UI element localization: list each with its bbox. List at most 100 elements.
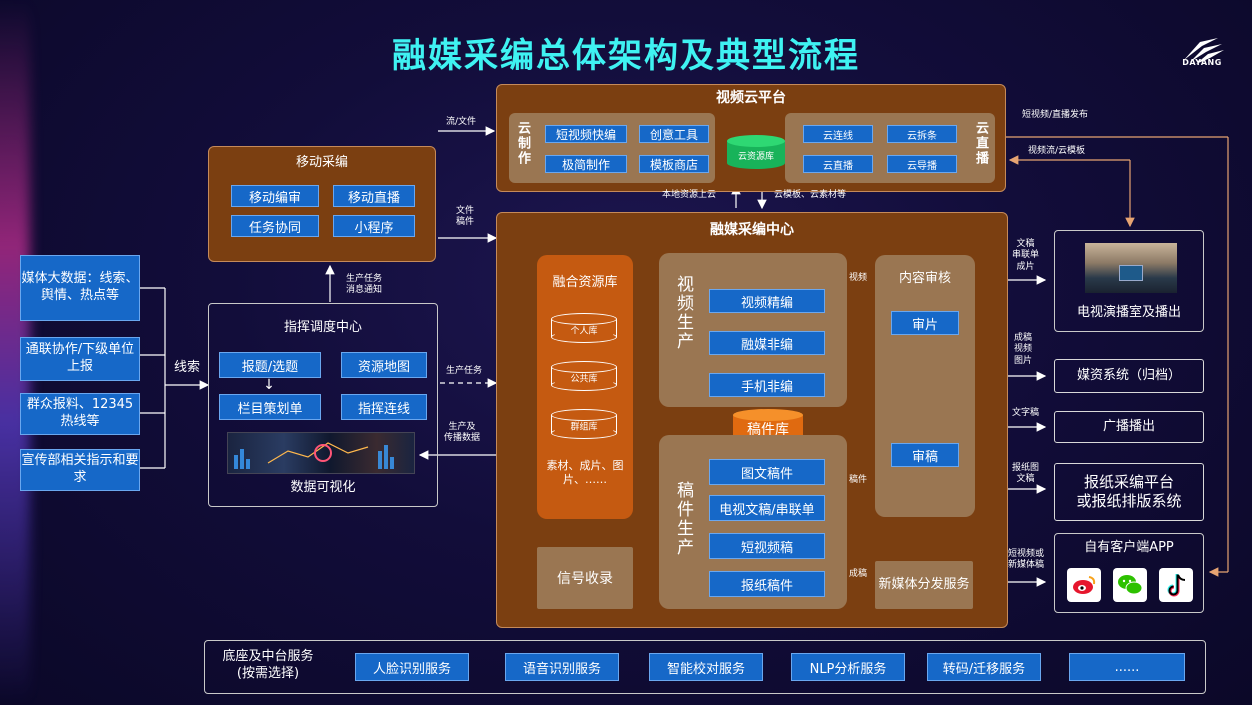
label-local-upload: 本地资源上云 (662, 190, 717, 200)
cloud-title: 视频云平台 (716, 90, 786, 106)
simple-make-button[interactable]: 极简制作 (545, 155, 627, 173)
label-right-3: 文字稿 (1012, 408, 1040, 418)
video-fine-edit-button[interactable]: 视频精编 (709, 289, 825, 313)
more-services-button[interactable]: ...... (1069, 653, 1185, 681)
group-db-icon: 群组库 (551, 409, 617, 439)
review-video-button[interactable]: 审片 (891, 311, 959, 335)
tv-studio-output: 电视演播室及播出 (1054, 230, 1204, 332)
newspaper-output: 报纸采编平台 或报纸排版系统 (1054, 463, 1204, 521)
cloud-live-label: 云直播 (973, 121, 988, 166)
label-right-5: 短视频或 新媒体稿 (1008, 549, 1045, 571)
new-media-distribution-box: 新媒体分发服务 (875, 561, 973, 609)
graphic-manuscript-button[interactable]: 图文稿件 (709, 459, 825, 485)
label-right-1: 文稿 串联单 成片 (1012, 239, 1040, 272)
label-finished: 成稿 (849, 569, 868, 579)
newspaper-script-button[interactable]: 报纸稿件 (709, 571, 825, 597)
label-video-stream: 视频流/云模板 (1028, 146, 1086, 156)
label-video: 视频 (849, 273, 868, 283)
input-collaboration: 通联协作/下级单位上报 (20, 337, 140, 381)
manuscript-db-label: 稿件库 (747, 422, 789, 438)
command-link-button[interactable]: 指挥连线 (341, 394, 427, 420)
footer-title: 底座及中台服务 (按需选择) (222, 649, 314, 681)
transcode-button[interactable]: 转码/迁移服务 (927, 653, 1041, 681)
video-production-box: 视频生产 视频精编 融媒非编 手机非编 (659, 253, 847, 407)
douyin-icon (1159, 568, 1193, 602)
label-production-data: 生产及 传播数据 (444, 422, 481, 444)
column-plan-button[interactable]: 栏目策划单 (219, 394, 321, 420)
cloud-production-box: 云制作 短视频快编 创意工具 极简制作 模板商店 (509, 113, 715, 183)
cloud-db-cylinder-icon: 云资源库 (727, 135, 785, 169)
proofreading-button[interactable]: 智能校对服务 (649, 653, 763, 681)
broadcast-output: 广播播出 (1054, 411, 1204, 443)
speech-recognition-button[interactable]: 语音识别服务 (505, 653, 619, 681)
personal-db-label: 个人库 (570, 326, 598, 337)
nlp-button[interactable]: NLP分析服务 (791, 653, 905, 681)
cloud-db-label: 云资源库 (737, 152, 774, 162)
personal-db-icon: 个人库 (551, 313, 617, 343)
app-output: 自有客户端APP (1054, 533, 1204, 613)
manu-prod-label: 稿件生产 (673, 481, 693, 557)
label-right-4: 报纸图 文稿 (1012, 463, 1040, 485)
label-right-2: 成稿 视频 图片 (1014, 333, 1033, 366)
tv-script-button[interactable]: 电视文稿/串联单 (709, 495, 825, 521)
resource-lib-title: 融合资源库 (552, 275, 618, 290)
media-nle-button[interactable]: 融媒非编 (709, 331, 825, 355)
topic-button[interactable]: 报题/选题 (219, 352, 321, 378)
center-title: 融媒采编中心 (710, 222, 794, 238)
cloud-split-button[interactable]: 云拆条 (887, 125, 957, 143)
mobile-editing-panel: 移动采编 移动编审 移动直播 任务协同 小程序 (208, 146, 436, 262)
cloud-live-box: 云连线 云拆条 云直播 云导播 云直播 (785, 113, 995, 183)
label-clues: 线索 (173, 360, 200, 375)
tv-studio-label: 电视演播室及播出 (1076, 305, 1181, 320)
page-title: 融媒采编总体架构及典型流程 (392, 36, 860, 76)
cloud-link-button[interactable]: 云连线 (803, 125, 873, 143)
command-center-panel: 指挥调度中心 报题/选题 资源地图 ↓ 栏目策划单 指挥连线 数据可视化 (208, 303, 438, 507)
logo-text: DAYANG (1182, 58, 1222, 67)
review-manuscript-button[interactable]: 审稿 (891, 443, 959, 467)
review-title: 内容审核 (898, 271, 951, 286)
cloud-director-button[interactable]: 云导播 (887, 155, 957, 173)
cloud-live-button[interactable]: 云直播 (803, 155, 873, 173)
media-editing-center: 融媒采编中心 融合资源库 个人库 公共库 群组库 素材、成片、图片、…… 信号收… (496, 212, 1008, 628)
footer-services-panel: 底座及中台服务 (按需选择) 人脸识别服务 语音识别服务 智能校对服务 NLP分… (204, 640, 1206, 694)
label-manuscript: 稿件 (849, 475, 868, 485)
template-store-button[interactable]: 模板商店 (639, 155, 709, 173)
content-review-box: 内容审核 审片 审稿 (875, 255, 975, 517)
dashboard-chart-icon (234, 442, 394, 469)
short-video-script-button[interactable]: 短视频稿 (709, 533, 825, 559)
creative-tools-button[interactable]: 创意工具 (639, 125, 709, 143)
label-short-video-publish: 短视频/直播发布 (1022, 110, 1089, 120)
resource-map-button[interactable]: 资源地图 (341, 352, 427, 378)
cloud-production-label: 云制作 (515, 121, 530, 166)
mini-program-button[interactable]: 小程序 (333, 215, 415, 237)
video-cloud-platform: 视频云平台 云制作 短视频快编 创意工具 极简制作 模板商店 云资源库 云连线 … (496, 84, 1006, 192)
input-public-report: 群众报料、12345热线等 (20, 393, 140, 435)
group-db-label: 群组库 (570, 422, 598, 433)
data-visualization-thumbnail (227, 432, 415, 474)
label-cloud-template: 云模板、云素材等 (774, 190, 847, 200)
data-viz-label: 数据可视化 (290, 480, 356, 495)
label-task-notify: 生产任务 消息通知 (346, 274, 383, 296)
video-prod-label: 视频生产 (673, 275, 693, 351)
mobile-nle-button[interactable]: 手机非编 (709, 373, 825, 397)
face-recognition-button[interactable]: 人脸识别服务 (355, 653, 469, 681)
mobile-live-button[interactable]: 移动直播 (333, 185, 415, 207)
label-stream-file: 流/文件 (446, 117, 477, 127)
down-arrow-icon: ↓ (263, 377, 275, 393)
tv-studio-image (1085, 243, 1177, 293)
resource-library: 融合资源库 个人库 公共库 群组库 素材、成片、图片、…… (537, 255, 633, 519)
short-video-edit-button[interactable]: 短视频快编 (545, 125, 627, 143)
input-big-data: 媒体大数据：线索、舆情、热点等 (20, 255, 140, 321)
manuscript-production-box: 稿件生产 图文稿件 电视文稿/串联单 短视频稿 报纸稿件 (659, 435, 847, 609)
public-db-label: 公共库 (570, 374, 598, 385)
resource-lib-desc: 素材、成片、图片、…… (546, 459, 624, 487)
wechat-icon (1113, 568, 1147, 602)
mobile-review-button[interactable]: 移动编审 (231, 185, 319, 207)
task-collab-button[interactable]: 任务协同 (231, 215, 319, 237)
label-file-manuscript: 文件 稿件 (456, 206, 475, 228)
public-db-icon: 公共库 (551, 361, 617, 391)
mobile-title: 移动采编 (295, 155, 348, 170)
input-propaganda: 宣传部相关指示和要求 (20, 449, 140, 491)
dayang-logo-icon (1184, 38, 1224, 64)
media-asset-output: 媒资系统（归档） (1054, 359, 1204, 393)
